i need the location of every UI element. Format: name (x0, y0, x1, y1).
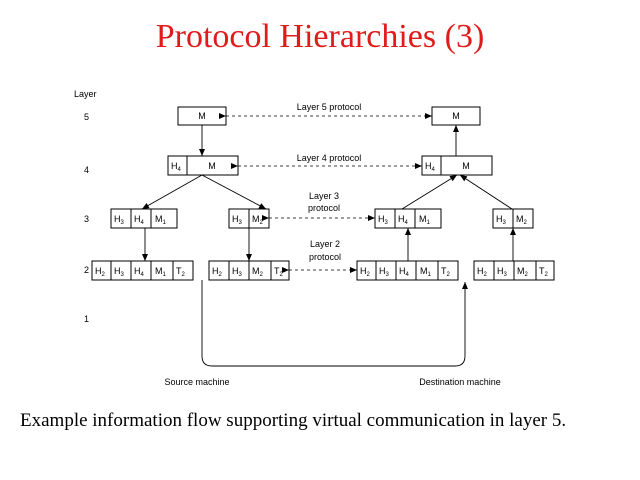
destination-layer2-frame-1: H2 H3 H4 M1 T2 (356, 260, 459, 281)
svg-text:M1: M1 (155, 266, 167, 278)
layer-heading: Layer (74, 89, 97, 99)
svg-text:M: M (462, 161, 470, 171)
source-layer5-message: M (177, 106, 227, 126)
layer-number-5: 5 (84, 112, 89, 122)
svg-text:H3: H3 (232, 266, 243, 278)
source-layer4-packet: H4 M (167, 155, 239, 176)
physical-medium-path (201, 280, 468, 367)
svg-text:T2: T2 (441, 266, 451, 278)
svg-text:H3: H3 (496, 214, 507, 226)
svg-text:T2: T2 (274, 266, 284, 278)
svg-text:M1: M1 (420, 266, 432, 278)
layer3-protocol-label-line2: protocol (308, 203, 340, 213)
svg-text:M2: M2 (517, 266, 529, 278)
svg-text:M2: M2 (516, 214, 528, 226)
layer-number-1: 1 (84, 314, 89, 324)
destination-layer2-frame-2: H2 H3 M2 T2 (473, 260, 555, 281)
source-machine-label: Source machine (164, 377, 229, 387)
layer-number-2: 2 (84, 265, 89, 275)
svg-text:H3: H3 (232, 214, 243, 226)
svg-text:H4: H4 (399, 266, 410, 278)
svg-text:T2: T2 (539, 266, 549, 278)
layer-number-4: 4 (84, 165, 89, 175)
svg-text:M: M (452, 111, 460, 121)
slide-title: Protocol Hierarchies (3) (155, 18, 485, 55)
svg-text:H2: H2 (477, 266, 488, 278)
layer5-protocol-label: Layer 5 protocol (297, 102, 362, 112)
destination-layer4-packet: H4 M (421, 155, 493, 176)
svg-text:H4: H4 (425, 161, 436, 173)
source-layer2-frame-1: H2 H3 H4 M1 T2 (91, 260, 194, 281)
svg-text:H2: H2 (212, 266, 223, 278)
svg-text:H4: H4 (134, 214, 145, 226)
svg-text:M: M (198, 111, 206, 121)
svg-text:M: M (208, 161, 216, 171)
slide-caption: Example information flow supporting virt… (20, 410, 567, 431)
svg-text:H3: H3 (114, 266, 125, 278)
svg-text:T2: T2 (176, 266, 186, 278)
destination-layer5-message: M (431, 106, 481, 126)
destination-machine-label: Destination machine (419, 377, 501, 387)
destination-layer3-packet-1: H3 H4 M1 (374, 208, 442, 229)
svg-text:H4: H4 (134, 266, 145, 278)
svg-text:M1: M1 (155, 214, 167, 226)
svg-text:H2: H2 (360, 266, 371, 278)
svg-text:M2: M2 (252, 266, 264, 278)
layer4-protocol-label: Layer 4 protocol (297, 153, 362, 163)
source-layer3-packet-2: H3 M2 (228, 208, 270, 229)
svg-text:H3: H3 (114, 214, 125, 226)
svg-text:M1: M1 (419, 214, 431, 226)
svg-text:H3: H3 (378, 214, 389, 226)
svg-text:H3: H3 (497, 266, 508, 278)
source-layer2-frame-2: H2 H3 M2 T2 (208, 260, 290, 281)
svg-text:H4: H4 (171, 161, 182, 173)
source-split-arrow-right (201, 174, 267, 210)
layer2-protocol-label-line2: protocol (309, 252, 341, 262)
destination-layer3-packet-2: H3 M2 (492, 208, 534, 229)
svg-text:M2: M2 (252, 214, 264, 226)
svg-text:H4: H4 (398, 214, 409, 226)
source-split-arrow-left (141, 174, 203, 210)
layer-number-3: 3 (84, 214, 89, 224)
layer2-protocol-label-line1: Layer 2 (310, 239, 340, 249)
svg-text:H2: H2 (95, 266, 106, 278)
source-layer3-packet-1: H3 H4 M1 (110, 208, 178, 229)
svg-text:H3: H3 (379, 266, 390, 278)
destination-join-arrow-left (401, 174, 458, 210)
destination-join-arrow-right (459, 174, 513, 210)
layer3-protocol-label-line1: Layer 3 (309, 191, 339, 201)
